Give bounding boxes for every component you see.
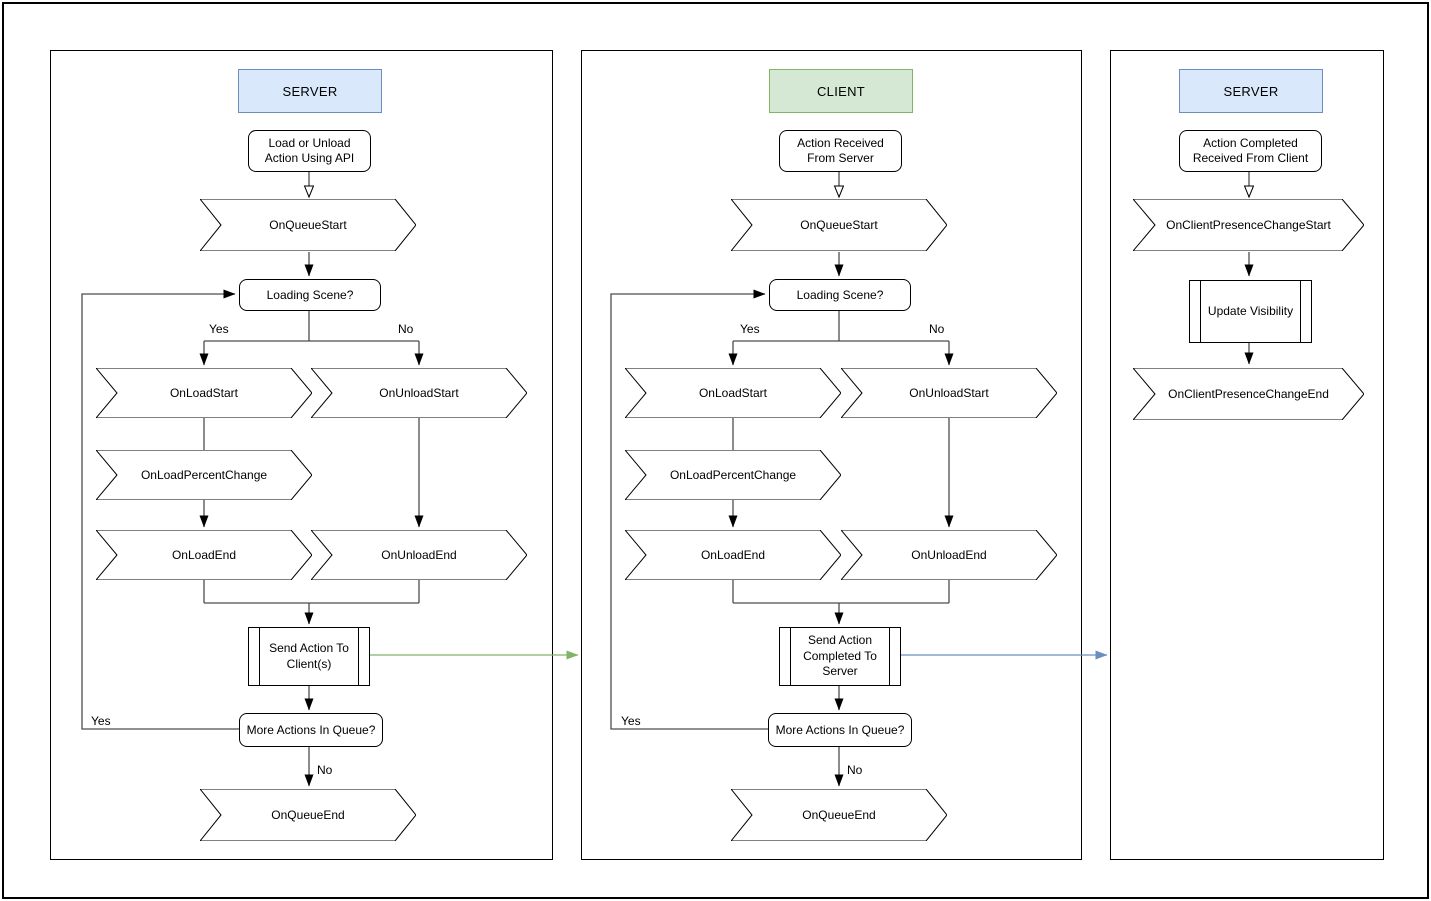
node-onqueueend: OnQueueEnd [731, 789, 947, 841]
node-onqueuestart-label: OnQueueStart [269, 218, 347, 232]
node-onunloadstart-label: OnUnloadStart [909, 386, 989, 400]
connector-loop-yes [610, 289, 769, 730]
node-onqueuestart: OnQueueStart [731, 199, 947, 251]
server-out-header: SERVER [238, 69, 382, 113]
node-onclientpresencechangeend-label: OnClientPresenceChangeEnd [1168, 387, 1329, 401]
queue-no-label: No [317, 763, 333, 777]
node-onqueueend-label: OnQueueEnd [271, 808, 345, 822]
node-onqueuestart: OnQueueStart [200, 199, 416, 251]
node-send-action-completed-to-server: Send Action Completed To Server [779, 627, 901, 686]
server-out-title: SERVER [282, 83, 338, 99]
connector-branch-split [733, 309, 949, 342]
node-onloadpercentchange: OnLoadPercentChange [625, 450, 841, 500]
branch-no-label: No [929, 322, 945, 336]
node-action-received-from-server: Action Received From Server [779, 130, 902, 172]
node-onclientpresencechangestart: OnClientPresenceChangeStart [1133, 199, 1364, 251]
step-shape [731, 789, 947, 841]
node-onloadstart: OnLoadStart [625, 368, 841, 418]
step-shape [731, 199, 947, 251]
step-shape [625, 368, 841, 418]
panel-client [581, 50, 1082, 860]
node-onunloadstart-label: OnUnloadStart [379, 386, 459, 400]
node-onclientpresencechangeend: OnClientPresenceChangeEnd [1133, 368, 1364, 420]
node-onqueuestart-label: OnQueueStart [800, 218, 878, 232]
node-onloadstart: OnLoadStart [96, 368, 312, 418]
node-onloadpercentchange-label: OnLoadPercentChange [669, 468, 797, 482]
panel-server-out [50, 50, 553, 860]
loop-yes-label: Yes [91, 714, 111, 728]
connector-merge [203, 580, 420, 604]
step-shape [1133, 368, 1364, 420]
step-shape [200, 789, 416, 841]
step-shape [841, 368, 1057, 418]
server-in-title: SERVER [1223, 83, 1279, 99]
node-more-actions-in-queue: More Actions In Queue? [239, 713, 383, 747]
step-shape [96, 450, 312, 500]
loop-yes-label: Yes [621, 714, 641, 728]
node-onunloadend: OnUnloadEnd [841, 530, 1057, 580]
node-onloadstart-label: OnLoadStart [169, 386, 239, 400]
step-shape [841, 530, 1057, 580]
branch-no-label: No [398, 322, 414, 336]
node-loading-scene: Loading Scene? [239, 279, 381, 311]
client-header: CLIENT [769, 69, 913, 113]
connector-branch-split [204, 309, 419, 342]
step-shape [311, 368, 527, 418]
node-onloadstart-label: OnLoadStart [698, 386, 768, 400]
step-shape [625, 530, 841, 580]
step-shape [311, 530, 527, 580]
node-onqueueend-label: OnQueueEnd [802, 808, 876, 822]
node-onloadend-label: OnLoadEnd [171, 548, 237, 562]
node-onqueueend: OnQueueEnd [200, 789, 416, 841]
node-send-action-to-clients: Send Action To Client(s) [248, 627, 370, 686]
connector-merge [732, 580, 950, 604]
node-load-or-unload-action: Load or Unload Action Using API [248, 130, 371, 172]
step-shape [96, 530, 312, 580]
node-more-actions-in-queue: More Actions In Queue? [768, 713, 912, 747]
node-onunloadend: OnUnloadEnd [311, 530, 527, 580]
client-title: CLIENT [816, 83, 866, 99]
step-shape [1133, 199, 1364, 251]
node-action-completed-received: Action Completed Received From Client [1179, 130, 1322, 172]
client-connectors [610, 170, 1108, 787]
node-onloadend-label: OnLoadEnd [700, 548, 766, 562]
panel-server-in [1110, 50, 1384, 860]
node-onunloadstart: OnUnloadStart [311, 368, 527, 418]
node-onunloadend-label: OnUnloadEnd [911, 548, 987, 562]
branch-yes-label: Yes [740, 322, 760, 336]
server-out-connectors [81, 170, 579, 787]
node-onloadend: OnLoadEnd [96, 530, 312, 580]
step-shape [96, 368, 312, 418]
connector-loop-yes [81, 289, 239, 730]
node-onloadend: OnLoadEnd [625, 530, 841, 580]
node-onloadpercentchange: OnLoadPercentChange [96, 450, 312, 500]
node-update-visibility: Update Visibility [1189, 280, 1312, 343]
node-loading-scene: Loading Scene? [769, 279, 911, 311]
server-in-header: SERVER [1179, 69, 1323, 113]
node-onclientpresencechangestart-label: OnClientPresenceChangeStart [1166, 218, 1331, 232]
node-onunloadend-label: OnUnloadEnd [381, 548, 457, 562]
branch-yes-label: Yes [209, 322, 229, 336]
node-onloadpercentchange-label: OnLoadPercentChange [140, 468, 268, 482]
step-shape [200, 199, 416, 251]
queue-no-label: No [847, 763, 863, 777]
step-shape [625, 450, 841, 500]
node-onunloadstart: OnUnloadStart [841, 368, 1057, 418]
